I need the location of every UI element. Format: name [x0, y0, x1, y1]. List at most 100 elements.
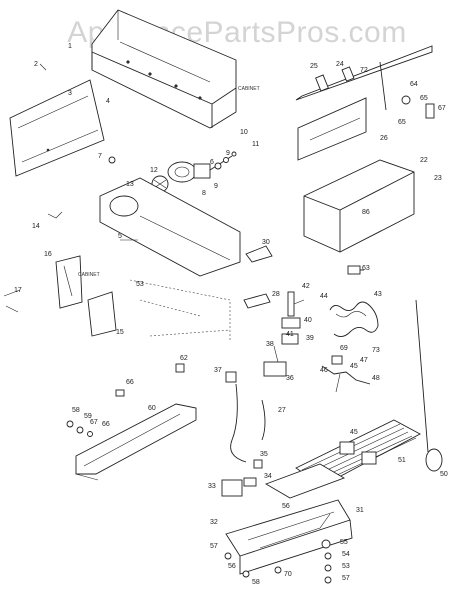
mid-bracket: [3, 279, 231, 340]
fan-shroud: [99, 177, 241, 277]
right-cabinet-box: [303, 159, 415, 253]
wire-harness-45: [321, 355, 371, 393]
part-callout-10: 10: [240, 129, 248, 136]
part-callout-34: 34: [264, 473, 272, 480]
part-callout-35: 35: [260, 451, 268, 458]
part-callout-48: 48: [372, 375, 380, 382]
part-callout-64: 64: [410, 81, 418, 88]
part-callout-24: 24: [336, 61, 344, 68]
part-callout-54: 54: [342, 551, 350, 558]
part-callout-56a: 56: [282, 503, 290, 510]
part-callout-70: 70: [284, 571, 292, 578]
part-callout-72: 72: [360, 67, 368, 74]
part-callout-2: 2: [34, 61, 38, 68]
part-callout-23: 23: [434, 175, 442, 182]
part-number-callouts: 1234CABINET101199671213814516CABINET1753…: [14, 43, 448, 586]
part-callout-45b: 45: [350, 429, 358, 436]
part-callout-27: 27: [278, 407, 286, 414]
bracket-33: [221, 459, 263, 497]
part-callout-cabinet-top: CABINET: [238, 86, 260, 92]
part-callout-9a: 9: [226, 150, 230, 157]
part-callout-66a: 66: [126, 379, 134, 386]
part-callout-58b: 58: [252, 579, 260, 586]
part-callout-3: 3: [68, 90, 72, 97]
part-callout-55: 55: [340, 539, 348, 546]
part-callout-25: 25: [310, 63, 318, 70]
part-callout-67: 67: [438, 105, 446, 112]
top-cabinet-panel: [91, 9, 237, 129]
tube-27: [225, 345, 287, 463]
part-callout-13: 13: [126, 181, 134, 188]
part-callout-14: 14: [32, 223, 40, 230]
part-callout-69: 69: [340, 345, 348, 352]
part-callout-65b: 65: [398, 119, 406, 126]
part-callout-11: 11: [252, 141, 259, 148]
part-callout-9b: 9: [214, 183, 218, 190]
thermostat-assembly: [281, 291, 305, 345]
part-callout-43: 43: [374, 291, 382, 298]
part-callout-42: 42: [302, 283, 310, 290]
part-callout-66b: 66: [102, 421, 110, 428]
small-part-62: [175, 363, 185, 373]
part-callout-30: 30: [262, 239, 270, 246]
part-callout-28: 28: [272, 291, 280, 298]
grommets-53-57: [224, 539, 332, 584]
part-callout-53b: 53: [342, 563, 350, 570]
part-callout-31: 31: [356, 507, 364, 514]
part-callout-17: 17: [14, 287, 22, 294]
part-callout-26: 26: [380, 135, 388, 142]
part-callout-36: 36: [286, 375, 294, 382]
part-callout-51: 51: [398, 457, 406, 464]
part-callout-6: 6: [210, 159, 214, 166]
part-callout-60: 60: [148, 405, 156, 412]
part-callout-40: 40: [304, 317, 312, 324]
part-callout-12: 12: [150, 167, 158, 174]
right-side-panel: [297, 97, 367, 161]
part-callout-41: 41: [286, 331, 294, 338]
part-callout-16: 16: [44, 251, 52, 258]
part-callout-47: 47: [360, 357, 368, 364]
fan-motor-assembly: [151, 151, 237, 193]
part-callout-cabinet-mid: CABINET: [78, 272, 100, 278]
part-callout-1: 1: [68, 43, 72, 50]
insulation-block: [55, 255, 83, 309]
mount-plate-34: [264, 463, 346, 499]
base-frame-31: [225, 499, 353, 575]
small-parts-58-66: [66, 389, 125, 437]
part-callout-7: 7: [98, 153, 102, 160]
drain-trough-60: [75, 403, 197, 481]
part-callout-86: 86: [362, 209, 370, 216]
part-callout-44: 44: [320, 293, 328, 300]
part-callout-5: 5: [118, 233, 122, 240]
bracket-28: [243, 293, 271, 309]
part-callout-39: 39: [306, 335, 314, 342]
part-callout-8: 8: [202, 190, 206, 197]
part-callout-58: 58: [72, 407, 80, 414]
part-callout-38: 38: [266, 341, 274, 348]
part-callout-53: 53: [136, 281, 144, 288]
part-callout-4: 4: [106, 98, 110, 105]
part-callout-46: 46: [320, 367, 328, 374]
part-callout-57b: 57: [342, 575, 350, 582]
part-callout-33: 33: [208, 483, 216, 490]
small-fasteners-top: [39, 63, 138, 241]
part-callout-45a: 45: [350, 363, 358, 370]
part-callout-32: 32: [210, 519, 218, 526]
part-callout-67b: 67: [90, 419, 98, 426]
heater-coil-43: [329, 265, 429, 453]
left-side-panel: [9, 79, 105, 177]
part-callout-50: 50: [440, 471, 448, 478]
part-callout-15: 15: [116, 329, 124, 336]
part-callout-57a: 57: [210, 543, 218, 550]
part-callout-62: 62: [180, 355, 188, 362]
part-callout-65a: 65: [420, 95, 428, 102]
part-callout-56b: 56: [228, 563, 236, 570]
part-callout-63: 63: [362, 265, 370, 272]
upper-right-rail: [295, 45, 435, 119]
part-callout-37: 37: [214, 367, 222, 374]
part-callout-59: 59: [84, 413, 92, 420]
part-callout-22: 22: [420, 157, 428, 164]
small-part-30: [245, 245, 273, 263]
part-callout-73: 73: [372, 347, 380, 354]
